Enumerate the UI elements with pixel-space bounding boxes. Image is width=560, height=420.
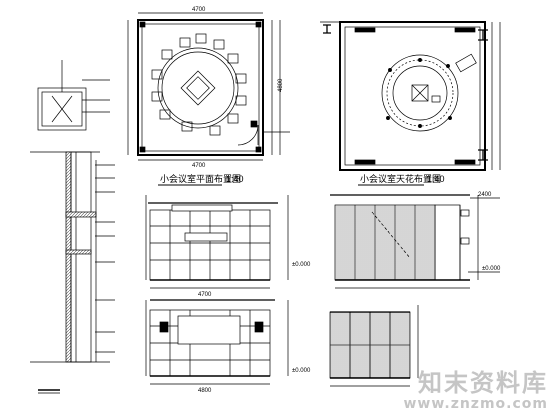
plan1-height-dim: 4800 [278,78,284,92]
elevation-d [329,305,419,387]
elev-level-3: ±0.000 [292,368,311,374]
floor-plan [127,12,290,161]
elevation-b [330,194,500,289]
watermark-url: www.znzmo.com [403,396,548,412]
plan2-caption: 小会议室天花布置图 [360,173,441,184]
ceiling-lights [386,58,452,128]
chairs [151,33,247,136]
elev-dim-2: 4700 [198,292,212,298]
elev-level-1: ±0.000 [292,262,311,268]
elevation-c [145,299,289,385]
elev-dim-3: 4800 [198,388,212,394]
plan1-scale: 1:40 [226,174,244,184]
wall-section [30,60,115,394]
ceiling-plan [320,21,501,171]
plan1-width-dim: 4700 [192,7,206,13]
elev-level-2: ±0.000 [482,266,501,272]
plan1-caption: 小会议室平面布置图 [160,173,241,184]
plan1-width-dim-bottom: 4700 [192,163,206,169]
plan2-scale: 1:40 [427,174,445,184]
elevation-a [145,195,289,289]
elev-dim-1: 2400 [478,192,492,198]
watermark: 知末资料库 www.znzmo.com [403,370,548,412]
watermark-text: 知末资料库 [418,369,548,397]
